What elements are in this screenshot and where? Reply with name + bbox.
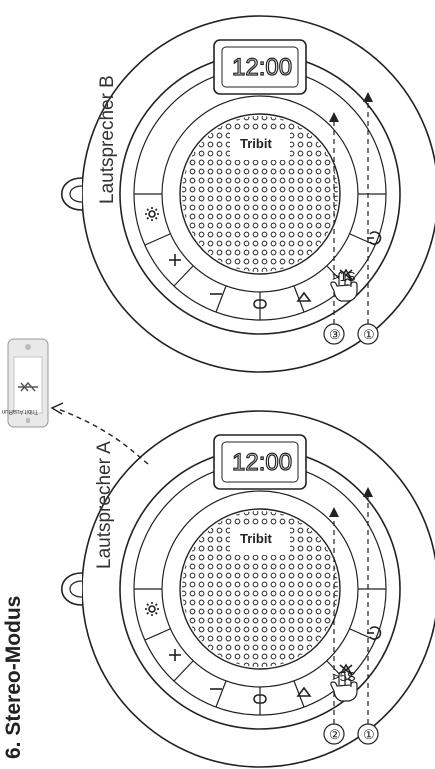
press-duration-a: >5S — [332, 669, 356, 684]
callout-arrowhead-2-a — [329, 507, 339, 517]
speaker-a: Tribit 12:00 — [62, 411, 435, 767]
speaker-a-label: Lautsprecher A — [94, 441, 115, 569]
section-title: 6. Stereo-Modus — [2, 596, 25, 759]
bluetooth-icon — [18, 381, 38, 392]
press-hand-icon-a — [330, 671, 358, 702]
callout-arrowhead-1-b — [363, 92, 373, 102]
step-number-1-b: ① — [363, 327, 375, 342]
callout-arrowhead-1-a — [363, 487, 373, 497]
brand-logo-b: Tribit — [240, 136, 272, 151]
step-number-1-a: ① — [363, 727, 375, 742]
step-badge-1-a — [357, 723, 379, 745]
brand-logo-a: Tribit — [240, 531, 272, 546]
phone-screen-text: Tribit AuaRun — [2, 408, 38, 414]
step-badge-3-b — [323, 323, 345, 345]
step-badge-2-a — [323, 723, 345, 745]
speaker-b: Tribit 12:00 — [62, 16, 435, 372]
step-badge-1-b — [357, 323, 379, 345]
press-hand-icon-b — [330, 271, 358, 302]
display-digits-a: 12:00 — [232, 449, 292, 476]
speaker-b-label: Lautsprecher B — [97, 75, 118, 204]
callout-arrowhead-3-b — [329, 112, 339, 122]
phone: Tribit AuaRun — [2, 338, 49, 428]
step-number-2-a: ② — [329, 727, 341, 742]
connection-arrowhead — [50, 402, 64, 415]
display-digits-b: 12:00 — [232, 54, 292, 81]
step-number-3-b: ③ — [329, 327, 341, 342]
press-duration-b: >1S — [332, 269, 356, 284]
